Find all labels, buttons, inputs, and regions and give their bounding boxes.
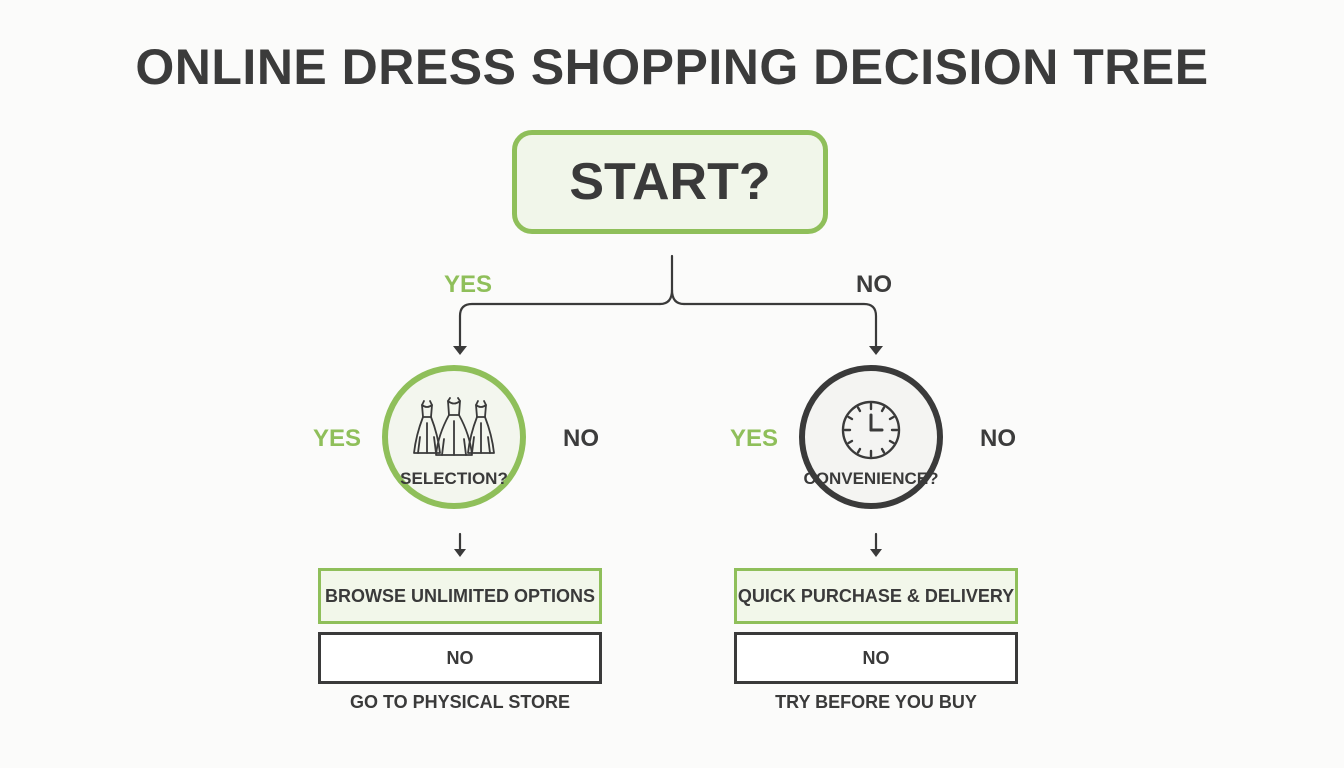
start-stem-line xyxy=(658,254,674,306)
convenience-label: CONVENIENCE? xyxy=(803,469,939,488)
branch-right-line xyxy=(682,302,878,352)
dress-icon xyxy=(408,397,500,464)
left-down-arrow xyxy=(454,549,466,557)
start-stem-line-right xyxy=(670,288,686,306)
quick-purchase-delivery-label: QUICK PURCHASE & DELIVERY xyxy=(737,585,1015,606)
clock-icon xyxy=(840,399,902,466)
left-no-box[interactable]: NO xyxy=(318,632,602,684)
page-title: ONLINE DRESS SHOPPING DECISION TREE xyxy=(135,39,1209,95)
right-no-label: NO xyxy=(980,425,1016,452)
go-to-physical-store-text: GO TO PHYSICAL STORE xyxy=(349,692,571,712)
browse-unlimited-options-label: BROWSE UNLIMITED OPTIONS xyxy=(325,585,595,606)
right-down-arrow xyxy=(870,549,882,557)
right-no-box[interactable]: NO xyxy=(734,632,1018,684)
quick-purchase-delivery-box[interactable]: QUICK PURCHASE & DELIVERY xyxy=(734,568,1018,624)
browse-unlimited-options-box[interactable]: BROWSE UNLIMITED OPTIONS xyxy=(318,568,602,624)
start-label: START? xyxy=(569,153,771,211)
branch-left-arrow xyxy=(453,346,467,355)
convenience-node[interactable]: CONVENIENCE? xyxy=(799,365,943,509)
start-node[interactable]: START? xyxy=(512,130,828,234)
right-no-box-label: NO xyxy=(862,647,890,668)
branch-yes-label: YES xyxy=(444,271,493,298)
left-no-label: NO xyxy=(563,425,599,452)
selection-node[interactable]: SELECTION? xyxy=(382,365,526,509)
branch-no-label: NO xyxy=(856,271,892,298)
left-yes-label: YES xyxy=(313,425,362,452)
branch-left-line xyxy=(458,302,662,352)
selection-label: SELECTION? xyxy=(400,469,508,488)
branch-right-arrow xyxy=(869,346,883,355)
try-before-you-buy-text: TRY BEFORE YOU BUY xyxy=(775,692,977,712)
right-yes-label: YES xyxy=(730,425,779,452)
left-no-box-label: NO xyxy=(446,647,474,668)
